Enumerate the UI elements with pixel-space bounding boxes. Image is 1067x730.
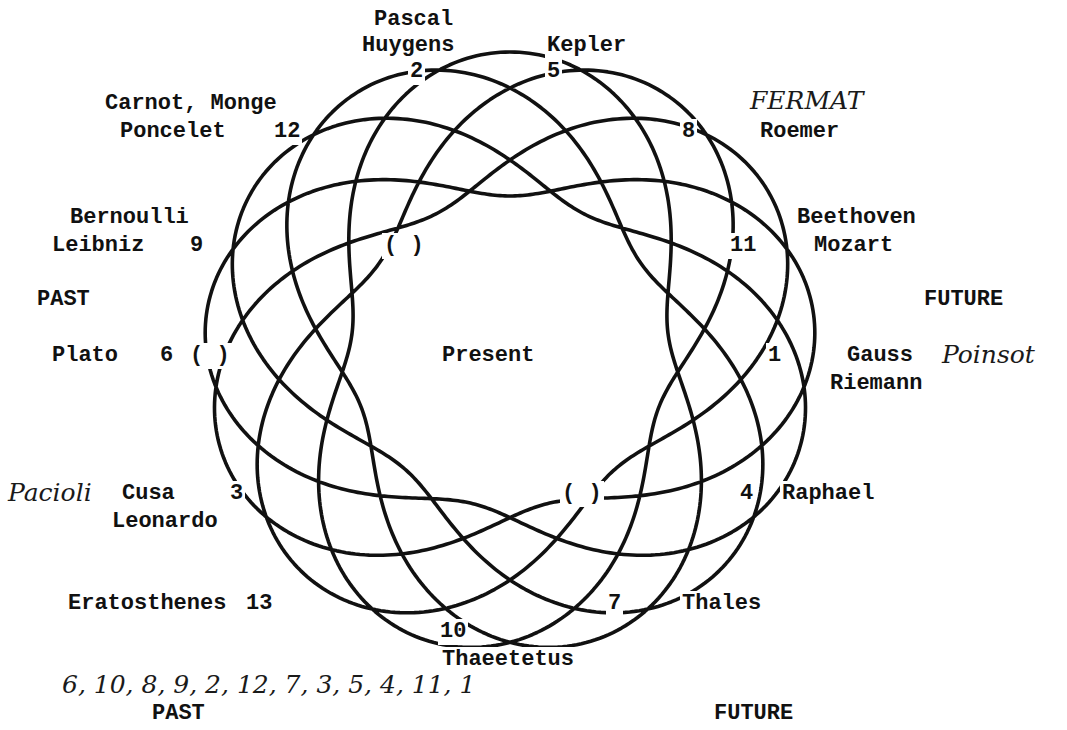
callout-number: 11 xyxy=(728,233,758,259)
name-label: Plato xyxy=(50,343,120,369)
name-label: Leibniz xyxy=(50,233,146,259)
callout-number: 13 xyxy=(244,591,274,617)
name-label: Mozart xyxy=(812,233,895,259)
callout-number: 10 xyxy=(438,619,468,645)
name-label: 6, 10, 8, 9, 2, 12, 7, 3, 5, 4, 11, 1 xyxy=(60,670,477,699)
name-label: ( ) xyxy=(188,343,232,369)
name-label: PAST xyxy=(35,287,92,313)
callout-number: 6 xyxy=(158,343,175,369)
name-label: ( ) xyxy=(560,481,604,507)
name-label: Kepler xyxy=(545,33,628,59)
name-label: Carnot, Monge xyxy=(103,91,279,117)
name-label: FUTURE xyxy=(712,701,795,727)
name-label: Huygens xyxy=(360,33,456,59)
name-label: Beethoven xyxy=(795,205,918,231)
name-label: Present xyxy=(440,343,536,369)
callout-number: 8 xyxy=(680,119,697,145)
name-label: ( ) xyxy=(382,233,426,259)
callout-number: 3 xyxy=(228,481,245,507)
name-label: Roemer xyxy=(758,119,841,145)
name-label: FUTURE xyxy=(922,287,1005,313)
callout-number: 12 xyxy=(272,119,302,145)
name-label: Pacioli xyxy=(6,478,94,507)
name-label: Poncelet xyxy=(118,119,228,145)
name-label: Thales xyxy=(680,591,763,617)
callout-number: 7 xyxy=(606,591,623,617)
name-label: Bernoulli xyxy=(68,205,191,231)
name-label: Pascal xyxy=(372,7,455,33)
callout-number: 5 xyxy=(545,59,562,85)
name-label: Cusa xyxy=(120,481,177,507)
callout-number: 2 xyxy=(408,59,425,85)
name-label: FERMAT xyxy=(748,86,865,115)
name-label: Riemann xyxy=(828,371,924,397)
name-label: Leonardo xyxy=(110,509,220,535)
name-label: Poinsot xyxy=(940,340,1037,369)
name-label: Eratosthenes xyxy=(66,591,228,617)
rosette-curve xyxy=(205,52,815,647)
name-label: Raphael xyxy=(780,481,876,507)
callout-number: 9 xyxy=(188,233,205,259)
callout-number: 4 xyxy=(738,481,755,507)
callout-number: 1 xyxy=(766,343,783,369)
name-label: PAST xyxy=(150,701,207,727)
name-label: Gauss xyxy=(845,343,915,369)
